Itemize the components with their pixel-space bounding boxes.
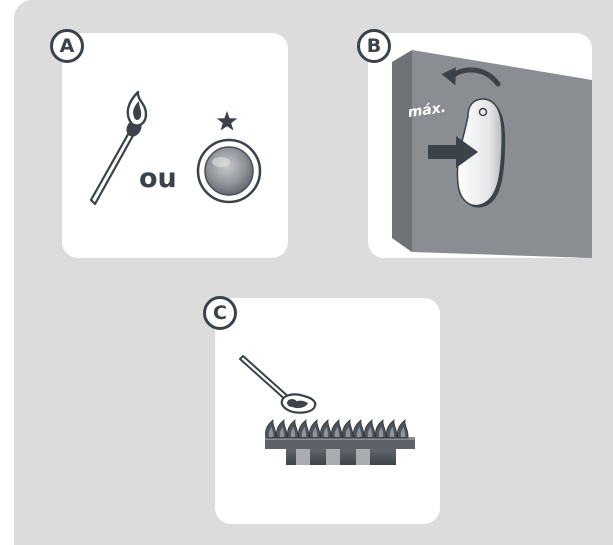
panel-b-badge: B: [357, 29, 391, 63]
match-icon: [91, 92, 146, 204]
burner-match-icon: [240, 356, 315, 413]
burner-icon: [265, 420, 415, 465]
panel-c-badge: C: [203, 296, 237, 330]
panel-a-badge: A: [50, 29, 84, 63]
star-icon: [217, 111, 238, 131]
or-text: ou: [139, 163, 177, 194]
igniter-button-icon: [198, 140, 260, 202]
